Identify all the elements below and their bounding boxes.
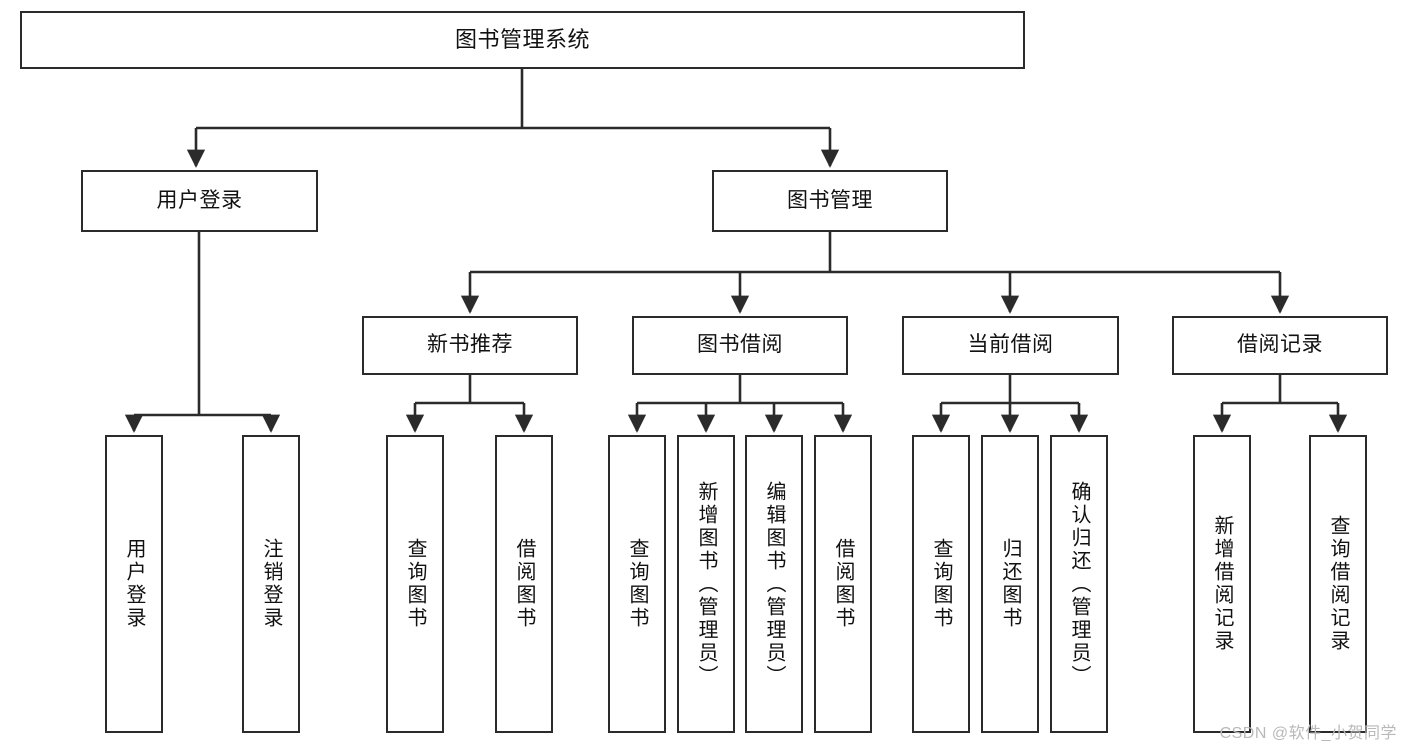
node-leaf-confirm-return[interactable]: 确认归还（管理员） xyxy=(1050,435,1108,733)
node-leaf-return-book[interactable]: 归还图书 xyxy=(981,435,1039,733)
node-leaf-query-book-3-label: 查询图书 xyxy=(930,538,952,630)
node-current-borrow[interactable]: 当前借阅 xyxy=(902,316,1119,375)
node-leaf-query-book-1-label: 查询图书 xyxy=(404,538,426,630)
node-leaf-add-book-label: 新增图书（管理员） xyxy=(695,480,717,688)
node-leaf-query-book-2-label: 查询图书 xyxy=(626,538,648,630)
node-book-borrow[interactable]: 图书借阅 xyxy=(632,316,848,375)
node-leaf-user-login[interactable]: 用户登录 xyxy=(105,435,163,733)
node-borrow-record-label: 借阅记录 xyxy=(1237,333,1323,357)
node-leaf-return-book-label: 归还图书 xyxy=(999,538,1021,630)
node-book-manage[interactable]: 图书管理 xyxy=(712,170,948,232)
node-new-book-rec[interactable]: 新书推荐 xyxy=(362,316,578,375)
node-leaf-confirm-return-label: 确认归还（管理员） xyxy=(1068,480,1090,688)
node-book-borrow-label: 图书借阅 xyxy=(697,333,783,357)
node-leaf-borrow-book-2-label: 借阅图书 xyxy=(832,538,854,630)
node-user-login[interactable]: 用户登录 xyxy=(81,170,318,232)
node-leaf-edit-book[interactable]: 编辑图书（管理员） xyxy=(745,435,803,733)
node-user-login-label: 用户登录 xyxy=(156,188,243,212)
node-leaf-query-record[interactable]: 查询借阅记录 xyxy=(1309,435,1367,733)
node-leaf-add-record-label: 新增借阅记录 xyxy=(1211,515,1233,653)
node-leaf-query-book-2[interactable]: 查询图书 xyxy=(608,435,666,733)
node-leaf-borrow-book-1-label: 借阅图书 xyxy=(513,538,535,630)
node-leaf-logout-label: 注销登录 xyxy=(260,538,282,630)
node-root[interactable]: 图书管理系统 xyxy=(20,11,1025,69)
node-leaf-query-record-label: 查询借阅记录 xyxy=(1327,515,1349,653)
node-leaf-edit-book-label: 编辑图书（管理员） xyxy=(763,480,785,688)
node-new-book-rec-label: 新书推荐 xyxy=(427,333,513,357)
node-leaf-logout[interactable]: 注销登录 xyxy=(242,435,300,733)
node-root-label: 图书管理系统 xyxy=(454,27,590,53)
node-current-borrow-label: 当前借阅 xyxy=(967,333,1054,357)
node-leaf-borrow-book-1[interactable]: 借阅图书 xyxy=(495,435,553,733)
node-leaf-add-record[interactable]: 新增借阅记录 xyxy=(1193,435,1251,733)
node-leaf-add-book[interactable]: 新增图书（管理员） xyxy=(677,435,735,733)
node-leaf-query-book-1[interactable]: 查询图书 xyxy=(386,435,444,733)
node-book-manage-label: 图书管理 xyxy=(787,188,873,212)
node-borrow-record[interactable]: 借阅记录 xyxy=(1172,316,1388,375)
node-leaf-borrow-book-2[interactable]: 借阅图书 xyxy=(814,435,872,733)
csdn-watermark: CSDN @软件_小贺同学 xyxy=(1219,725,1397,742)
node-leaf-query-book-3[interactable]: 查询图书 xyxy=(912,435,970,733)
node-leaf-user-login-label: 用户登录 xyxy=(123,538,145,630)
